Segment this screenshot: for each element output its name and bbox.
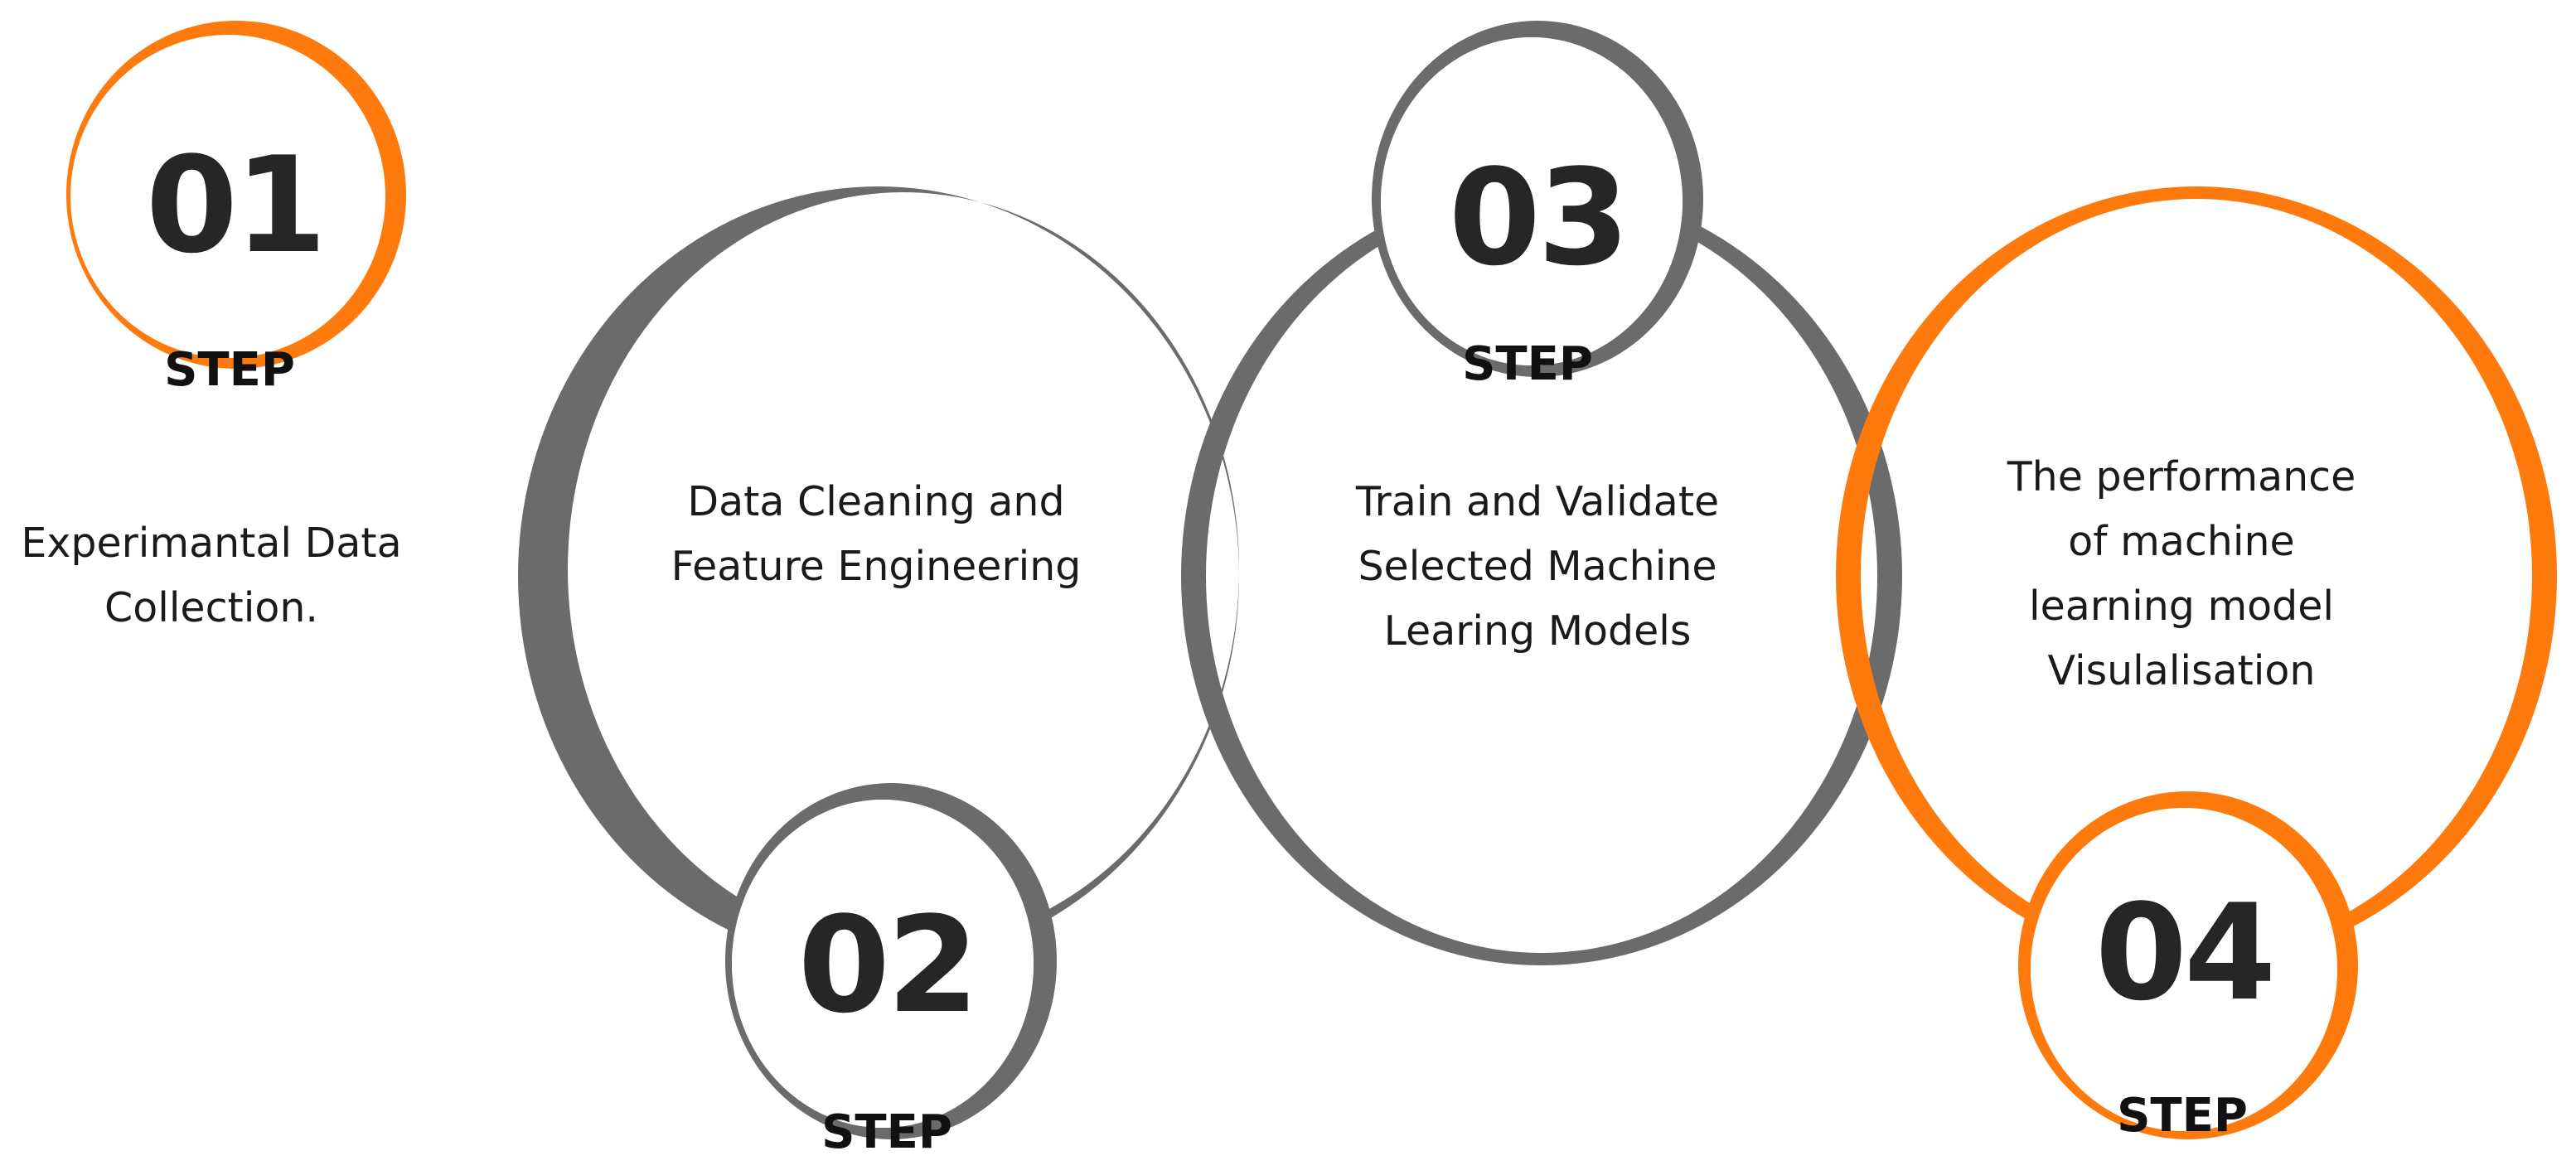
- step-4-description-line: of machine: [2068, 518, 2294, 565]
- step-2-description-line: Feature Engineering: [671, 543, 1082, 590]
- step-2-label: STEP: [821, 1105, 952, 1159]
- step-3-description-line: Selected Machine: [1358, 543, 1717, 590]
- step-4-description: The performance of machine learning mode…: [2007, 453, 2356, 694]
- step-1-description: Experimantal Data Collection.: [21, 520, 401, 631]
- step-2-description-line: Data Cleaning and: [687, 478, 1064, 525]
- step-1-label: STEP: [164, 343, 295, 397]
- step-3-description: Train and Validate Selected Machine Lear…: [1355, 478, 1719, 655]
- step-4-description-line: Visulalisation: [2048, 647, 2316, 694]
- step-3-description-line: Train and Validate: [1355, 478, 1719, 525]
- step-4-badge-fill: [2031, 808, 2337, 1131]
- step-4-label: STEP: [2117, 1089, 2248, 1143]
- step-4-description-line: learning model: [2029, 583, 2334, 630]
- step-3-description-line: Learing Models: [1384, 607, 1692, 655]
- step-3-number: 03: [1449, 140, 1627, 295]
- step-4-description-line: The performance: [2007, 453, 2356, 500]
- step-1-description-line: Experimantal Data: [21, 520, 401, 567]
- step-1-number: 01: [146, 128, 324, 283]
- step-2-number: 02: [798, 887, 976, 1042]
- step-3-label: STEP: [1462, 337, 1593, 391]
- step-3-badge-fill: [1381, 37, 1683, 365]
- step-4-number: 04: [2095, 875, 2273, 1030]
- step-1-description-line: Collection.: [104, 584, 318, 631]
- step-2-badge-fill: [732, 800, 1034, 1128]
- step-2-description: Data Cleaning and Feature Engineering: [671, 478, 1082, 590]
